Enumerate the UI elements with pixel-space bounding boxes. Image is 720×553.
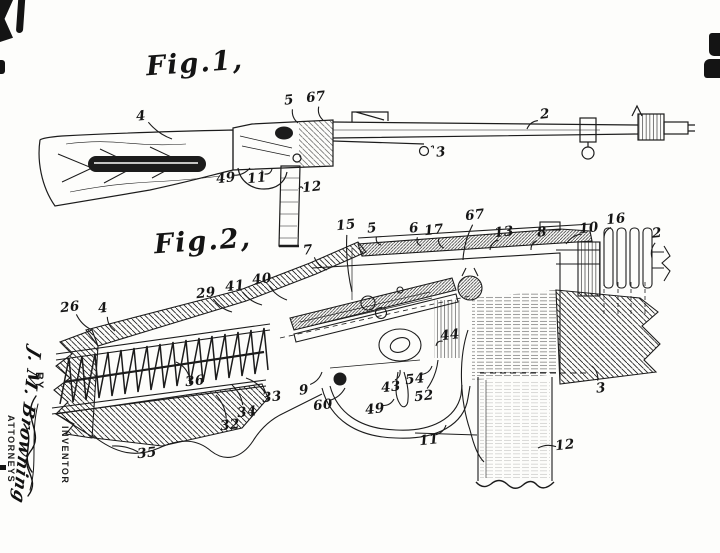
scan-artifact (0, 60, 5, 74)
part-number-label: 4 (135, 107, 147, 125)
part-number-label: 67 (464, 206, 486, 225)
part-number-label: 49 (364, 400, 386, 419)
fig1-takedown-screw (292, 153, 302, 163)
part-number-label: 7 (302, 241, 314, 259)
fig1-buttstock (38, 129, 234, 207)
part-number-label: 41 (224, 277, 246, 296)
part-number-label: 44 (439, 326, 461, 345)
fig1-rear-sling-swivel (581, 146, 595, 160)
part-number-label: 13 (493, 223, 515, 242)
part-number-label: 4 (97, 299, 109, 317)
part-number-label: 11 (246, 169, 268, 188)
part-number-label: 36 (184, 372, 206, 391)
part-number-label: 29 (195, 284, 217, 303)
fig1-front-sling-swivel (418, 145, 430, 157)
part-number-label: 32 (219, 416, 241, 435)
attorney-signature (23, 395, 39, 497)
part-number-label: 12 (301, 178, 323, 197)
part-number-label: 5 (366, 219, 378, 237)
scan-artifact (704, 59, 720, 78)
fig2-magazine (475, 377, 555, 489)
fig2-recoil-spring (51, 323, 271, 415)
fig2-sight-base (539, 221, 561, 231)
part-number-label: 11 (418, 431, 440, 450)
part-number-label: 3 (595, 379, 607, 397)
scan-artifact (709, 33, 720, 56)
part-number-label: 34 (236, 403, 258, 422)
part-number-label: 16 (605, 210, 627, 229)
part-number-label: 2 (539, 105, 551, 123)
fig1-magazine (278, 165, 301, 248)
fig1-bolt-handle (275, 126, 293, 140)
fig2-barrel-break (661, 245, 671, 282)
part-number-label: 67 (305, 88, 327, 107)
scan-artifact (0, 465, 6, 470)
fig1-recoil-spring-tube (88, 156, 206, 172)
part-number-label: 54 (404, 370, 426, 389)
part-number-label: 3 (435, 143, 447, 161)
part-number-label: 33 (261, 388, 283, 407)
fig2-handguard (357, 221, 593, 257)
part-number-label: 35 (136, 444, 158, 463)
fig1-receiver (232, 119, 334, 171)
fig2-art (51, 221, 671, 489)
part-number-label: 2 (651, 224, 663, 242)
part-number-label: 60 (312, 396, 334, 415)
part-number-label: 40 (251, 270, 273, 289)
part-number-label: 52 (413, 387, 435, 406)
fig1-front-sight (631, 104, 643, 117)
part-number-label: 5 (283, 91, 295, 109)
fig2-pivot-pin (333, 372, 347, 386)
fig2-lockwork (329, 300, 462, 408)
part-number-label: 9 (298, 381, 310, 399)
part-number-label: 43 (380, 378, 402, 397)
fig1-art (38, 104, 695, 248)
fig2-cocking-knob (457, 275, 483, 301)
part-number-label: 12 (554, 436, 576, 455)
fig1-trigger-guard (237, 167, 288, 190)
part-number-label: 10 (578, 219, 600, 238)
fig1-barrel (332, 104, 695, 160)
part-number-label: 17 (423, 221, 445, 240)
fig2-trigger (395, 371, 409, 408)
part-number-label: 15 (335, 216, 357, 235)
fig2-barrel-collar (577, 241, 601, 297)
part-number-label: 8 (536, 223, 548, 241)
part-number-label: 49 (215, 169, 237, 188)
part-number-label: 6 (408, 219, 420, 237)
fig1-rear-sight (351, 111, 389, 122)
